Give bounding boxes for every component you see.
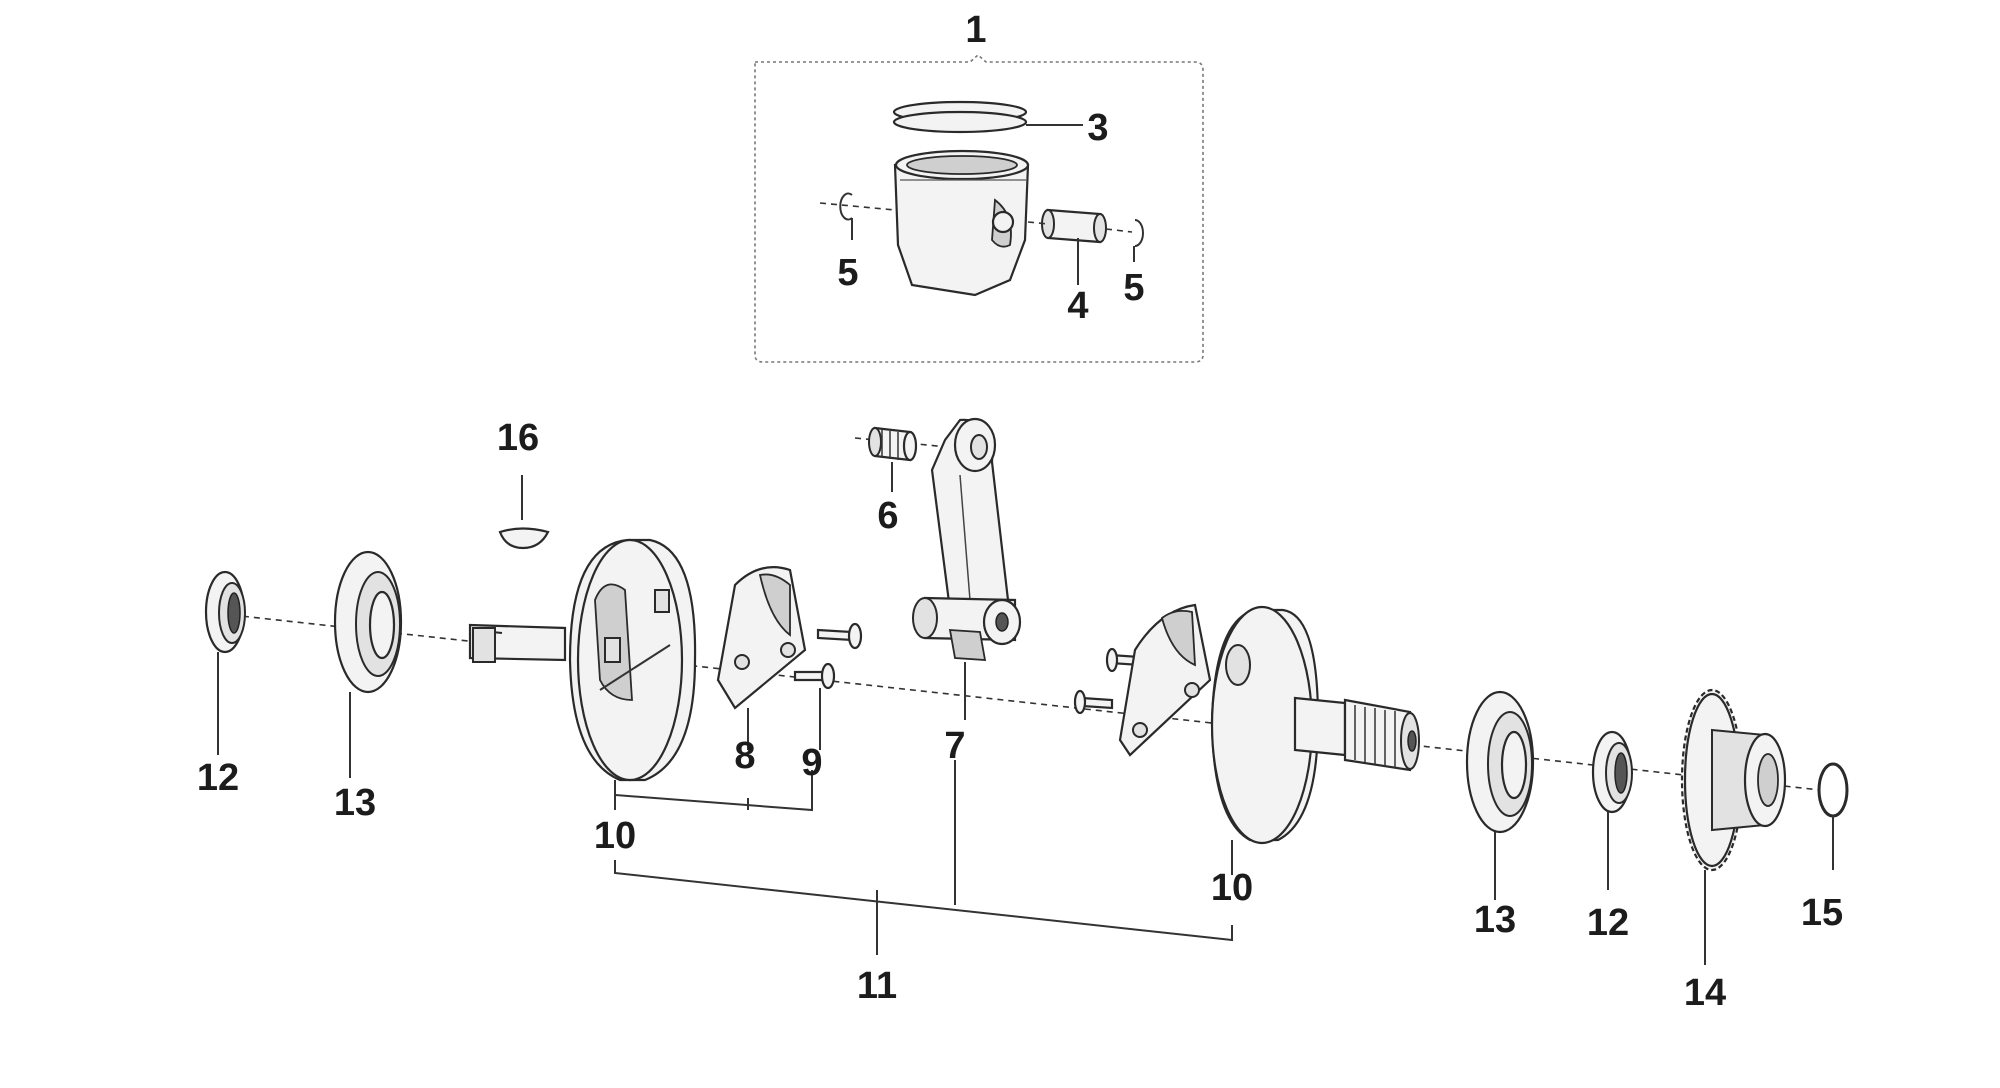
piston-kit-bracket [754, 53, 1204, 363]
callout-14: 14 [1684, 972, 1726, 1014]
bolt-right-upper [1105, 647, 1142, 673]
callout-11: 11 [857, 965, 897, 1007]
woodruff-key [498, 527, 550, 550]
callout-10-right: 10 [1211, 867, 1253, 909]
circlip-right [1134, 219, 1144, 247]
callout-13-left: 13 [334, 782, 376, 824]
counterweight-insert-right [1118, 603, 1212, 757]
piston-pin [1041, 208, 1107, 244]
callout-7: 7 [944, 725, 965, 767]
callout-3: 3 [1087, 107, 1108, 149]
callout-15: 15 [1801, 892, 1843, 934]
flywheel-half-left [468, 538, 697, 782]
callout-12-left: 12 [197, 757, 239, 799]
callout-5-left: 5 [837, 252, 858, 294]
needle-bearing [868, 426, 918, 462]
piston-rings [892, 100, 1028, 134]
callout-10-left: 10 [594, 815, 636, 857]
callout-13-right: 13 [1474, 899, 1516, 941]
oil-seal-right [1591, 730, 1633, 814]
callout-4: 4 [1067, 285, 1088, 327]
callout-6: 6 [877, 495, 898, 537]
flywheel-half-right [1210, 605, 1420, 845]
snap-ring [1817, 762, 1849, 818]
bolt-right-lower [1073, 689, 1114, 715]
callout-1: 1 [965, 9, 986, 51]
callout-9: 9 [801, 742, 822, 784]
piston [893, 149, 1030, 297]
bolt-upper [816, 622, 863, 650]
connecting-rod [912, 417, 1022, 661]
bracket-11 [614, 860, 1233, 942]
piston-kit-group [754, 53, 1204, 363]
callout-16: 16 [497, 417, 539, 459]
bracket-10-8-9 [614, 780, 813, 812]
callout-12-right: 12 [1587, 902, 1629, 944]
counterweight-insert-left [716, 566, 807, 710]
bearing-right [1465, 690, 1535, 834]
drive-gear [1680, 688, 1787, 872]
oil-seal-left [204, 570, 246, 654]
callout-8: 8 [734, 735, 755, 777]
circlip-left [839, 192, 853, 221]
callout-5-right: 5 [1123, 267, 1144, 309]
bolt-lower [793, 662, 836, 690]
bearing-left [333, 550, 403, 694]
